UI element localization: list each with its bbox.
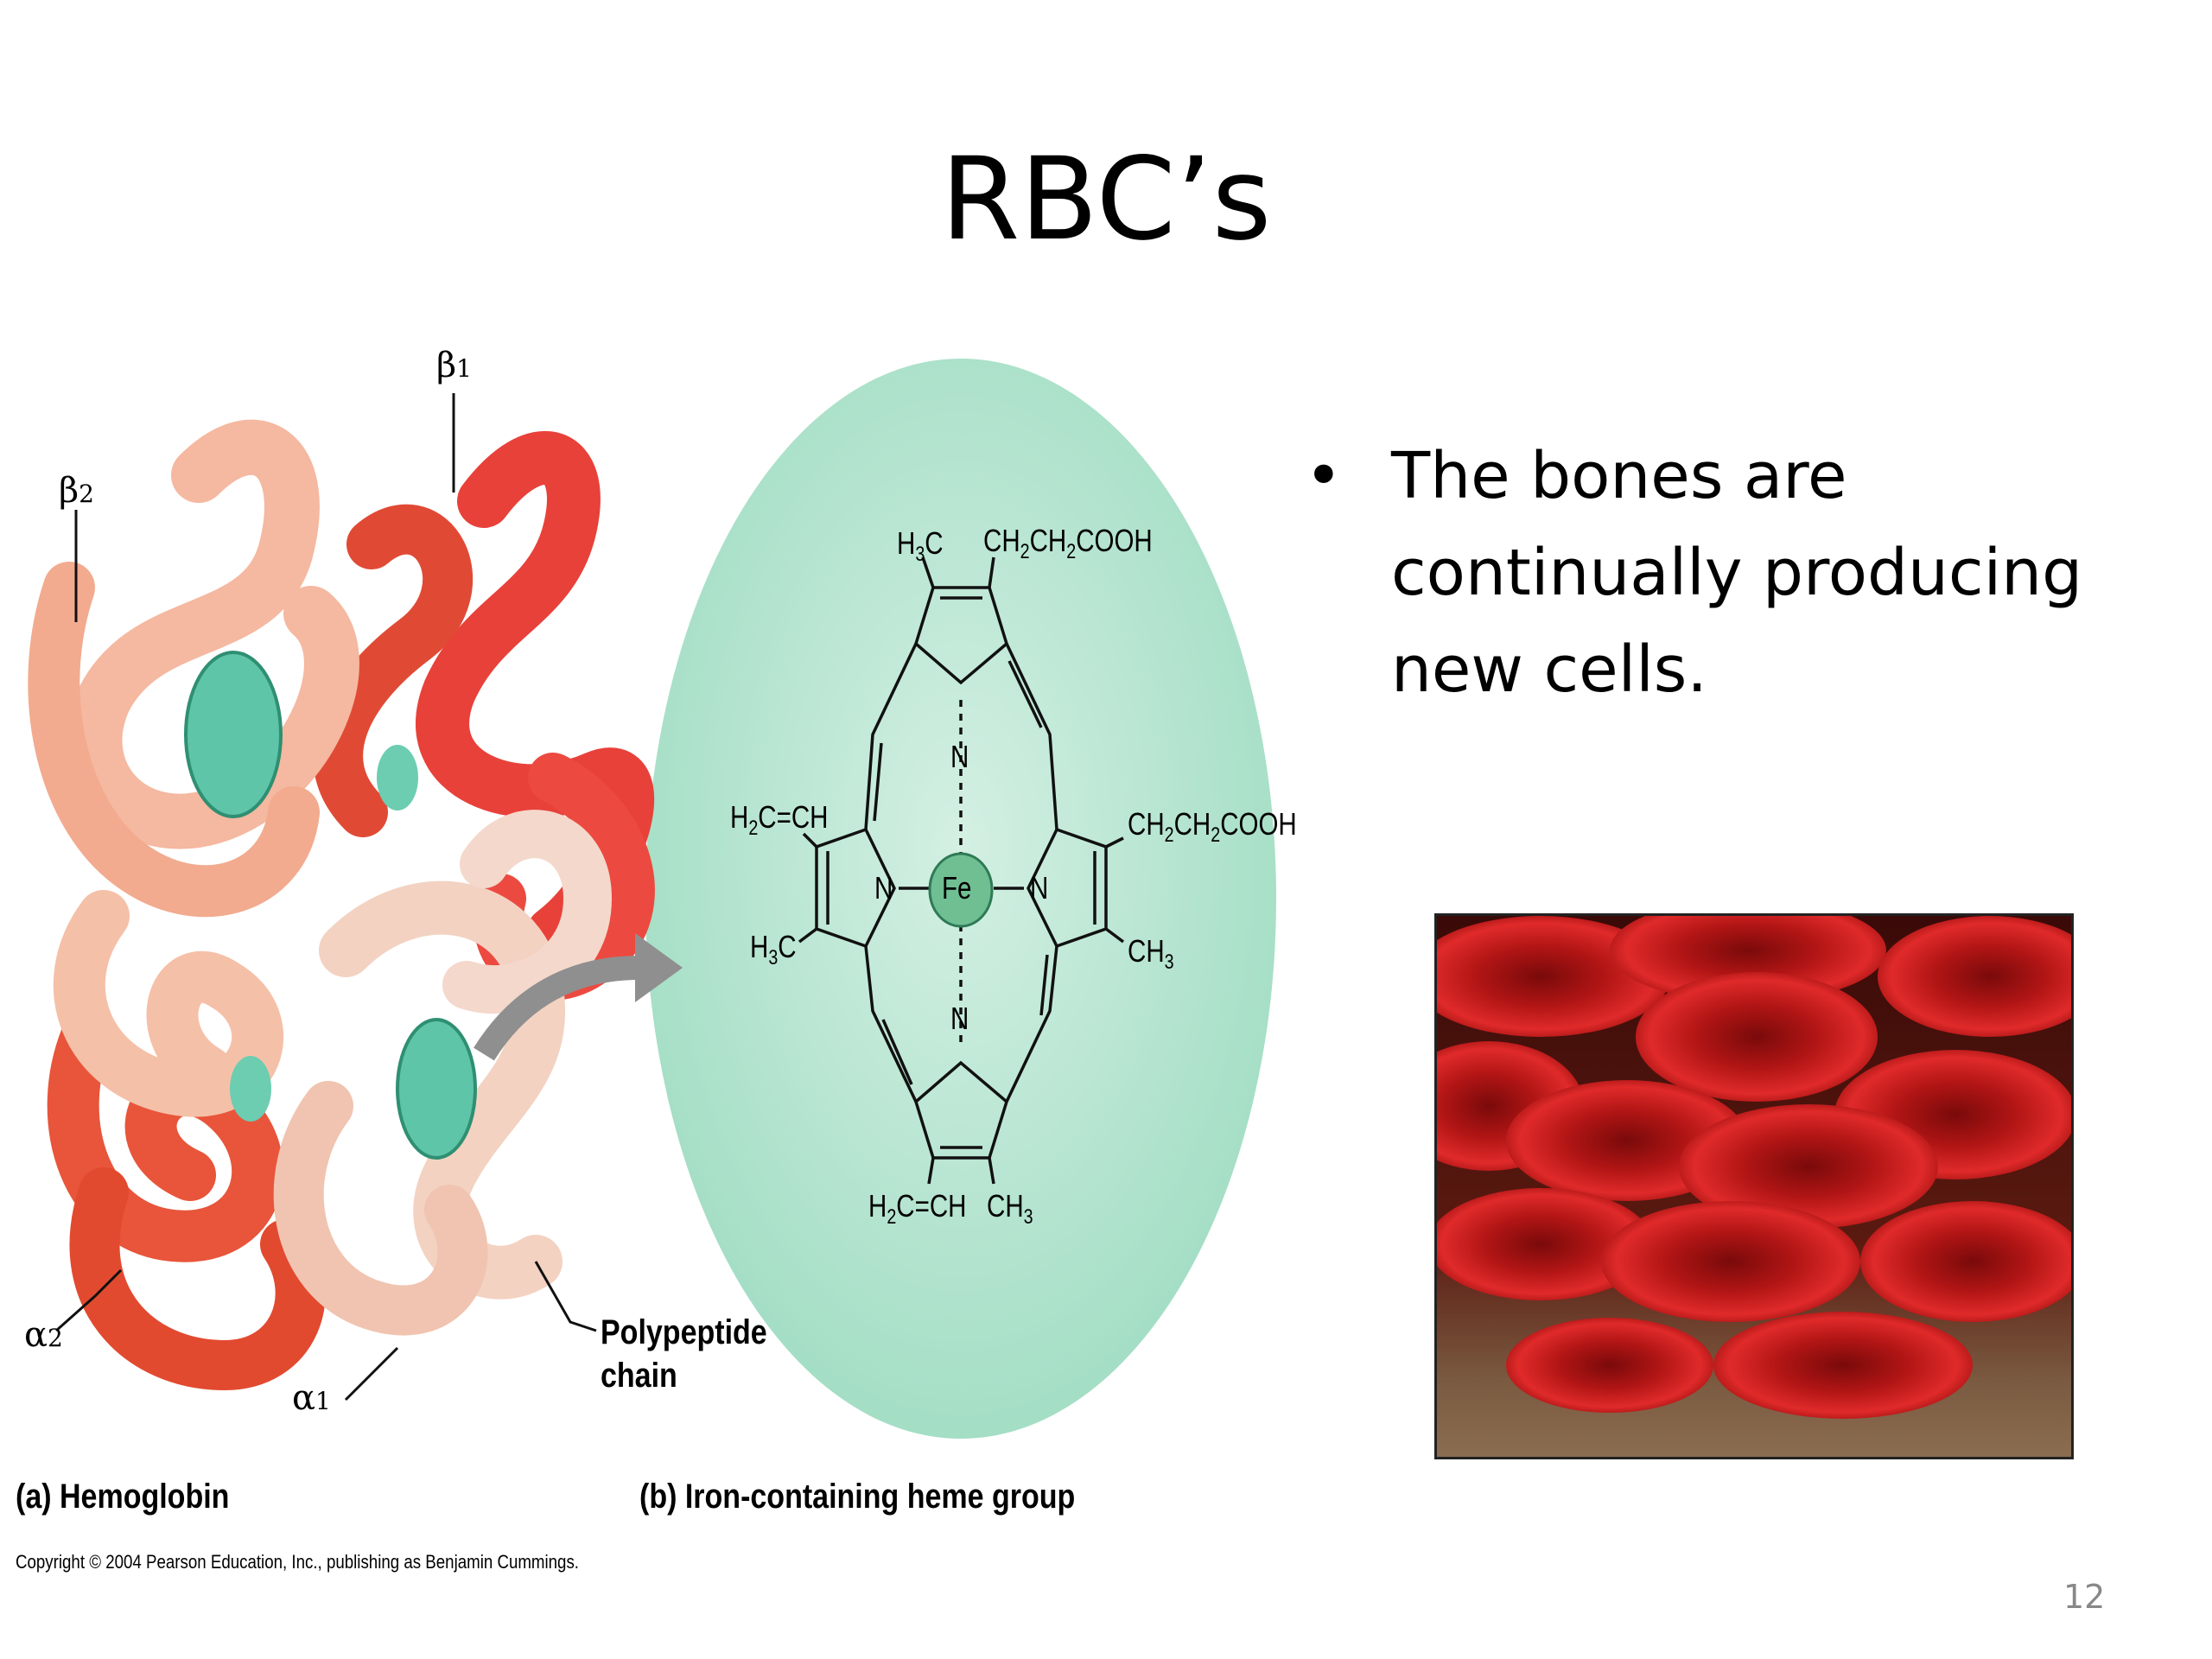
hemoglobin-figure: β1 β2 α2 α1 Polypeptide chain H3C CH2CH2…: [0, 328, 1297, 1581]
arrow-head-icon: [635, 933, 683, 1002]
beta2-label: β2: [59, 471, 94, 511]
bullet-item: • The bones are continually producing ne…: [1305, 428, 2169, 718]
beta1-label: β1: [436, 346, 472, 385]
polypeptide-label: Polypeptide: [601, 1313, 767, 1351]
heme-left-top-label: H2C=CH: [730, 799, 829, 840]
bullet-list: • The bones are continually producing ne…: [1305, 428, 2169, 718]
nitrogen-top-label: N: [950, 739, 969, 774]
heme-bottom-left-label: H2C=CH: [868, 1188, 967, 1229]
panel-a-caption: (a) Hemoglobin: [16, 1478, 230, 1516]
rbc-photo: [1434, 913, 2074, 1459]
heme-bottom-right-label: CH3: [987, 1188, 1033, 1229]
bullet-text: The bones are continually producing new …: [1391, 439, 2083, 707]
heme-disc-icon: [396, 1018, 477, 1160]
alpha2-label: α2: [24, 1315, 63, 1355]
nitrogen-bottom-label: N: [950, 1001, 969, 1036]
protein-chains: [28, 419, 655, 1390]
polypeptide-label-2: chain: [601, 1357, 677, 1395]
arrow-icon: [474, 956, 640, 1061]
heme-left-bottom-label: H3C: [750, 929, 797, 969]
heme-disc-icon: [230, 1056, 271, 1122]
nitrogen-left-label: N: [874, 870, 893, 906]
page-number: 12: [2063, 1578, 2106, 1616]
heme-top-right-label: CH2CH2COOH: [983, 523, 1153, 563]
nitrogen-right-label: N: [1030, 870, 1049, 906]
iron-atom-icon: [928, 852, 994, 928]
iron-label: Fe: [942, 870, 972, 906]
copyright-notice: Copyright © 2004 Pearson Education, Inc.…: [16, 1551, 580, 1573]
panel-b-caption: (b) Iron-containing heme group: [639, 1478, 1076, 1516]
alpha1-label: α1: [292, 1378, 331, 1418]
heme-disc-icon: [184, 651, 283, 818]
heme-top-left-label: H3C: [897, 525, 944, 566]
heme-disc-icon: [377, 745, 418, 810]
hemoglobin-illustration: [28, 359, 1276, 1439]
heme-right-bottom-label: CH3: [1128, 933, 1174, 974]
red-blood-cells-image: [1437, 916, 2071, 1457]
porphyrin-ring: [798, 556, 1125, 1185]
slide-title: RBC’s: [940, 133, 1272, 266]
heme-right-top-label: CH2CH2COOH: [1128, 806, 1297, 847]
bullet-marker: •: [1305, 439, 1343, 513]
